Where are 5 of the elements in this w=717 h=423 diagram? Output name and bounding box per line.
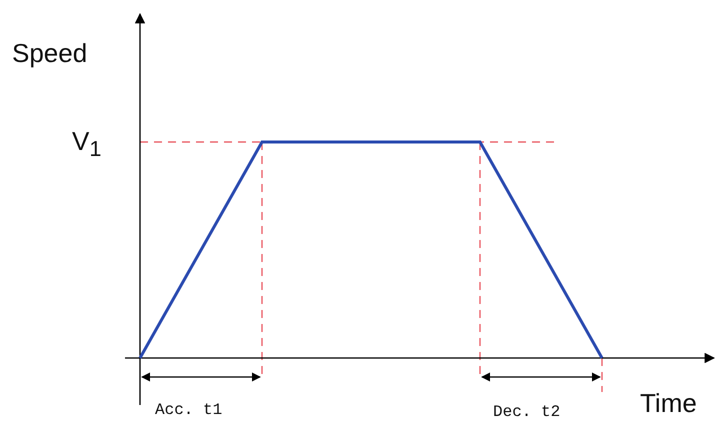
dimension-label: Acc. t1 [155, 402, 222, 418]
dimension-label: Dec. t2 [493, 404, 560, 420]
axis-label: Time [640, 390, 697, 416]
axis-label: Speed [12, 40, 88, 66]
value-label: V$_{1}$ [72, 128, 102, 160]
